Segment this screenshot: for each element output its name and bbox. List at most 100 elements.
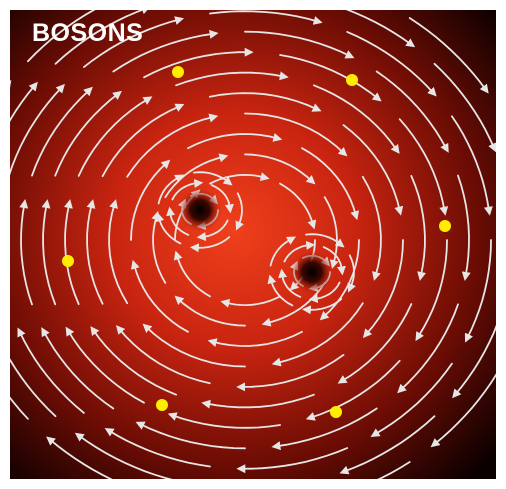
- vortex-streamline-arrow: [210, 184, 234, 214]
- streamline-arrow: [151, 210, 167, 284]
- vortex-core: [290, 250, 334, 294]
- vortex-streamline-arrow: [155, 212, 182, 245]
- streamline-arrow: [370, 362, 453, 437]
- streamline-arrow: [207, 330, 303, 347]
- vortex-streamline-arrow: [157, 174, 185, 205]
- vortex-streamline-arrow: [301, 298, 343, 315]
- streamline-arrow: [279, 54, 382, 102]
- streamline-arrow: [271, 302, 364, 367]
- streamline-arrow: [375, 70, 449, 153]
- streamline-arrow: [362, 239, 404, 339]
- streamline-arrow: [126, 113, 219, 178]
- streamline-arrow: [19, 199, 33, 306]
- streamline-arrow: [90, 326, 177, 396]
- streamline-arrow: [17, 327, 85, 414]
- streamline-arrow: [130, 159, 171, 241]
- vortex-streamline-arrow: [193, 171, 233, 186]
- streamline-arrow: [220, 295, 281, 308]
- flow-field-canvas: [10, 10, 496, 479]
- streamline-arrow: [115, 325, 211, 385]
- vortex-streamline-arrow: [267, 274, 294, 307]
- streamline-arrow: [209, 172, 270, 185]
- streamline-arrow: [397, 303, 459, 394]
- particle-dot: [330, 406, 342, 418]
- streamline-arrow: [305, 359, 401, 421]
- streamline-arrow: [236, 354, 345, 392]
- streamline-arrow: [187, 133, 283, 150]
- streamline-arrow: [112, 29, 219, 73]
- streamline-arrow: [41, 327, 115, 410]
- streamline-arrow: [415, 239, 448, 342]
- particle-dot: [172, 66, 184, 78]
- particle-dot: [439, 220, 451, 232]
- boson-flow-figure: BOSONS: [10, 10, 496, 479]
- particle-dot: [62, 255, 74, 267]
- streamline-arrow: [142, 323, 246, 368]
- streamline-arrow: [27, 10, 96, 63]
- vortex-core: [178, 188, 222, 232]
- streamline-arrow: [377, 461, 411, 479]
- vortex-streamline-arrow: [189, 236, 231, 253]
- streamline-arrow: [271, 407, 378, 451]
- streamline-arrow: [10, 396, 29, 420]
- streamline-arrow: [410, 175, 426, 281]
- streamline-arrow: [244, 153, 316, 185]
- streamline-arrow: [398, 118, 449, 216]
- streamline-arrow: [464, 239, 492, 343]
- streamline-arrow: [65, 326, 145, 404]
- streamline-arrow: [10, 81, 38, 123]
- streamline-arrow: [83, 16, 185, 68]
- streamline-group: [10, 10, 496, 479]
- streamline-arrow: [209, 10, 323, 25]
- vortex-streamline-arrow: [166, 206, 190, 236]
- streamline-arrow: [319, 239, 360, 321]
- streamline-arrow: [10, 83, 65, 176]
- streamline-arrow: [164, 153, 229, 199]
- streamline-arrow: [167, 412, 281, 429]
- streamline-arrow: [54, 10, 151, 65]
- vortex-streamline-arrow: [196, 219, 229, 242]
- streamline-arrow: [208, 92, 322, 112]
- streamline-arrow: [130, 259, 189, 333]
- streamline-arrow: [337, 303, 413, 384]
- streamline-arrow: [244, 30, 355, 59]
- streamline-arrow: [323, 196, 339, 270]
- streamline-arrow: [64, 199, 80, 305]
- flow-background: [10, 10, 496, 479]
- particle-dot: [156, 399, 168, 411]
- streamline-arrow: [430, 373, 496, 448]
- streamline-arrow: [104, 427, 211, 468]
- streamline-arrow: [101, 103, 185, 178]
- streamline-arrow: [108, 199, 129, 305]
- streamline-arrow: [279, 182, 317, 230]
- vortex-streamline-arrow: [305, 233, 345, 248]
- streamline-arrow: [346, 31, 437, 97]
- streamline-arrow: [342, 124, 404, 216]
- streamline-arrow: [408, 17, 489, 94]
- streamline-arrow: [41, 199, 57, 306]
- streamline-arrow: [31, 86, 93, 177]
- streamline-arrow: [361, 175, 382, 281]
- streamline-arrow: [457, 174, 471, 281]
- vortex-streamline-arrow: [308, 281, 341, 304]
- streamline-arrow: [74, 432, 173, 479]
- vortex-streamline-arrow: [322, 246, 346, 276]
- streamline-arrow: [339, 415, 436, 475]
- vortex-streamline-arrow: [235, 192, 244, 231]
- vortex-streamline-arrow: [278, 268, 302, 298]
- vortex-core-group: [178, 188, 334, 294]
- streamline-arrow: [54, 90, 122, 177]
- particle-dot: [346, 74, 358, 86]
- streamline-arrow: [46, 436, 113, 479]
- streamline-arrow: [135, 421, 246, 450]
- streamline-arrow: [174, 295, 246, 327]
- vortex-streamline-arrow: [171, 178, 204, 201]
- vortex-streamline-arrow: [269, 236, 297, 267]
- vortex-streamline-arrow: [283, 240, 316, 263]
- streamline-arrow: [173, 250, 211, 298]
- streamline-arrow: [77, 96, 153, 177]
- streamline-arrow: [345, 10, 416, 48]
- streamline-arrow: [244, 112, 348, 157]
- streamline-arrow: [201, 393, 315, 409]
- streamline-arrow: [143, 47, 254, 79]
